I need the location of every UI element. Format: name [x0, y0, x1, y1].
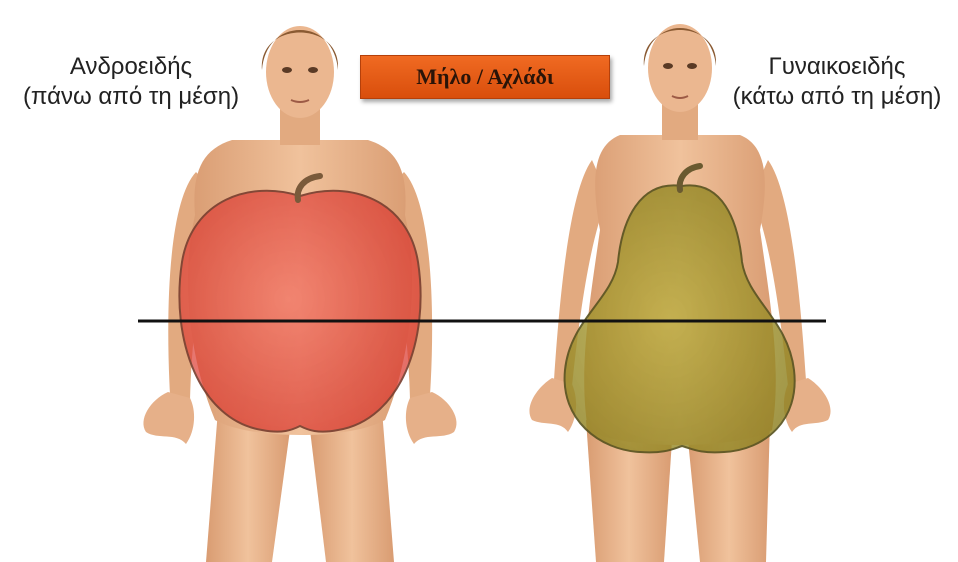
apple-icon — [179, 176, 420, 432]
